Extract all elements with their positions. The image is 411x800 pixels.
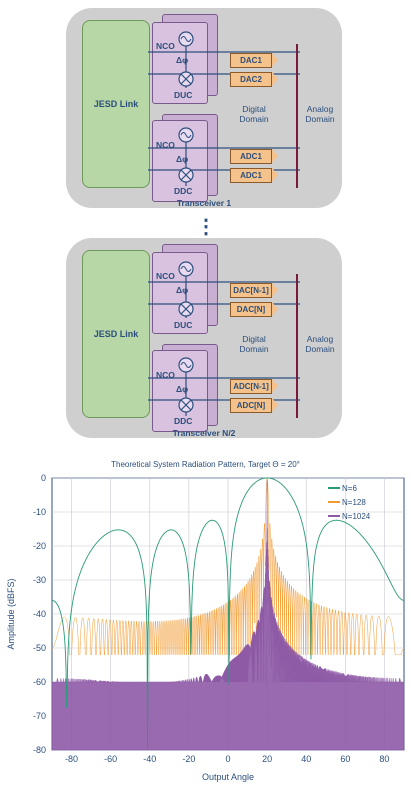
- converter-block: ADC[N-1]: [230, 379, 278, 394]
- jesd-link-block: JESD Link: [82, 20, 150, 188]
- y-tick-label: -40: [33, 609, 46, 619]
- nco-label: NCO: [156, 271, 175, 281]
- series-n128-line: [51, 477, 405, 656]
- duc-label: DUC: [174, 90, 193, 100]
- transceiver-n2-wiring: [148, 261, 300, 416]
- y-tick-label: -80: [33, 745, 46, 755]
- x-tick-label: -80: [65, 754, 78, 764]
- phase-label: Δφ: [176, 384, 189, 394]
- converter-block: ADC1: [230, 149, 278, 164]
- radiation-pattern-chart: Theoretical System Radiation Pattern, Ta…: [6, 460, 405, 782]
- converter-block: ADC1: [230, 168, 278, 183]
- y-tick-label: -70: [33, 711, 46, 721]
- y-tick-label: 0: [41, 473, 46, 483]
- y-tick-label: -20: [33, 541, 46, 551]
- phase-label: Δφ: [176, 55, 189, 65]
- nco-label: NCO: [156, 41, 175, 51]
- x-tick-label: 80: [379, 754, 389, 764]
- ddc-label: DDC: [174, 186, 193, 196]
- x-tick-label: -40: [143, 754, 156, 764]
- y-tick-label: -60: [33, 677, 46, 687]
- x-tick-label: -20: [182, 754, 195, 764]
- converter-block: DAC[N-1]: [230, 283, 278, 298]
- x-tick-label: 40: [301, 754, 311, 764]
- transceiver-1-panel: JESD Link NCO Δφ DUC NCO Δφ DDC DAC1 DAC…: [66, 8, 342, 208]
- x-tick-label: 60: [340, 754, 350, 764]
- mixer-icon: [178, 301, 194, 413]
- converter-block: DAC1: [230, 53, 278, 68]
- phase-label: Δφ: [176, 154, 189, 164]
- ddc-label: DDC: [174, 416, 193, 426]
- y-tick-label: -30: [33, 575, 46, 585]
- x-tick-label: 20: [262, 754, 272, 764]
- domain-separator: [296, 44, 298, 188]
- phase-label: Δφ: [176, 285, 189, 295]
- series-n1024-area: [51, 480, 405, 751]
- mixer-icon: [178, 71, 194, 183]
- y-tick-label: -50: [33, 643, 46, 653]
- converter-block: ADC[N]: [230, 398, 278, 413]
- domain-separator: [296, 274, 298, 418]
- transceiver-n2-panel: JESD Link NCO Δφ DUC NCO Δφ DDC DAC[N-1]…: [66, 238, 342, 438]
- chart-title: Theoretical System Radiation Pattern, Ta…: [111, 460, 300, 469]
- legend-entry: N=6: [342, 484, 357, 493]
- y-tick-label: -10: [33, 507, 46, 517]
- transceiver-name: Transceiver 1: [176, 198, 232, 208]
- converter-block: DAC2: [230, 72, 278, 87]
- jesd-link-label: JESD Link: [93, 329, 139, 339]
- legend-entry: N=1024: [342, 512, 371, 521]
- nco-label: NCO: [156, 140, 175, 150]
- jesd-link-label: JESD Link: [93, 99, 139, 109]
- x-axis-label: Output Angle: [202, 772, 254, 782]
- duc-label: DUC: [174, 320, 193, 330]
- y-axis-label: Amplitude (dBFS): [6, 578, 16, 649]
- jesd-link-block: JESD Link: [82, 250, 150, 418]
- legend-entry: N=128: [342, 498, 366, 507]
- nco-label: NCO: [156, 370, 175, 380]
- x-tick-label: 0: [225, 754, 230, 764]
- transceiver-1-wiring: [148, 31, 300, 186]
- transceiver-name: Transceiver N/2: [172, 428, 236, 438]
- converter-block: DAC[N]: [230, 302, 278, 317]
- x-tick-label: -60: [104, 754, 117, 764]
- ellipsis: ⋮: [196, 216, 216, 238]
- series-n6-line: [51, 477, 405, 751]
